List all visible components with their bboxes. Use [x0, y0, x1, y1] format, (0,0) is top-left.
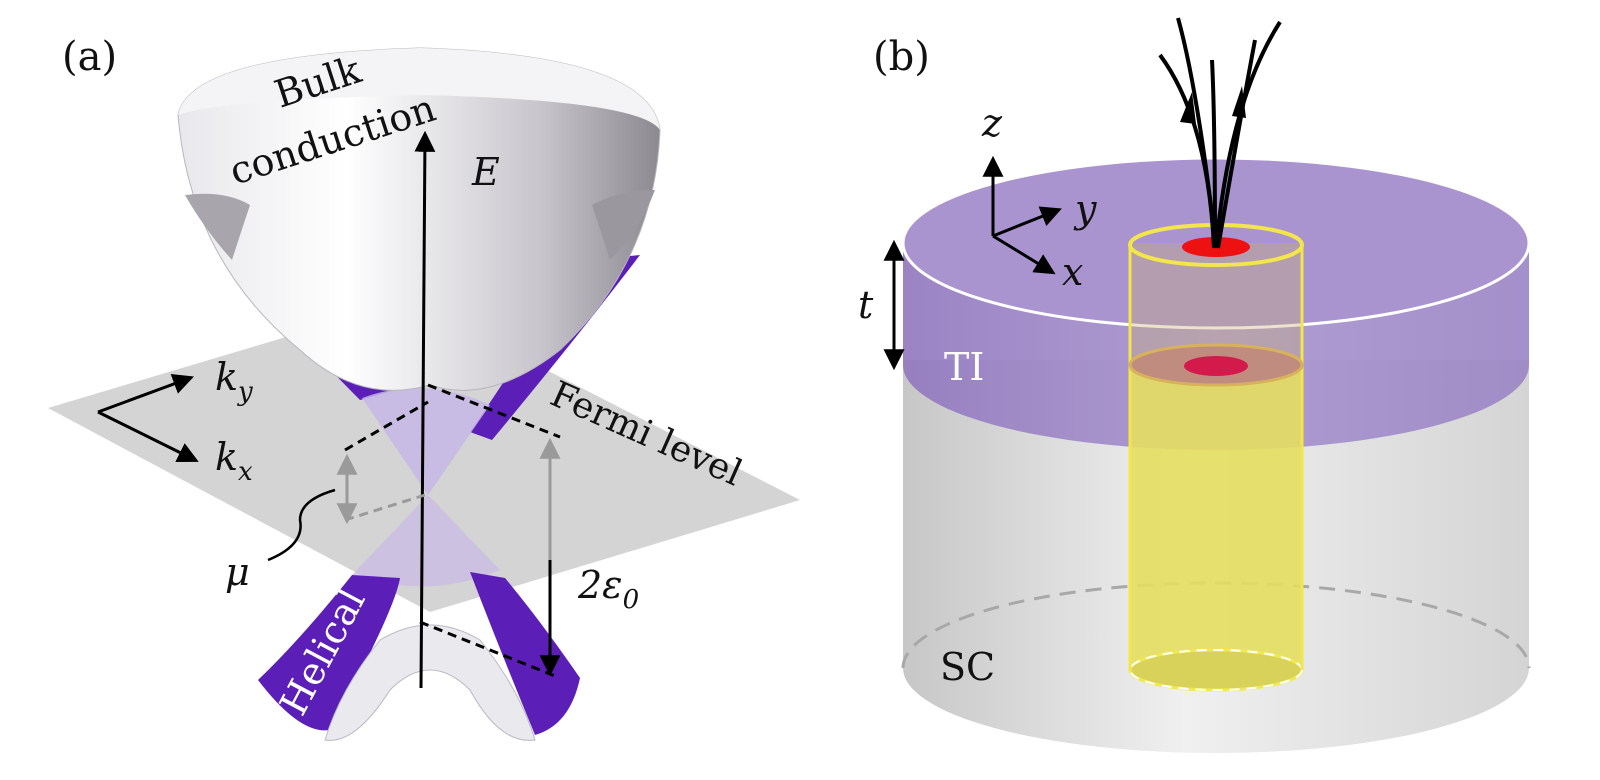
mu-leader — [267, 488, 336, 562]
vortex-core-mid — [1184, 356, 1248, 376]
ky-axis — [97, 373, 194, 414]
bottom-dash — [419, 620, 556, 678]
fermi-dash-right — [427, 383, 561, 439]
helical-band-left — [258, 575, 400, 731]
kx-axis — [97, 410, 199, 462]
panel-a: (a) E ky kx Fermi level — [48, 34, 800, 741]
sc-label: SC — [940, 645, 995, 689]
dirac-cone-lower — [352, 495, 500, 587]
bowl-rim-shade — [178, 48, 660, 130]
fermi-dash-upper — [344, 400, 429, 452]
flux-arrowhead-2 — [1232, 86, 1246, 118]
bowl-notch-left — [185, 193, 250, 260]
t-label: t — [858, 283, 874, 327]
y-axis — [992, 206, 1062, 238]
valence-bowl — [324, 624, 536, 741]
x-label: x — [1062, 250, 1083, 294]
ti-label: TI — [944, 345, 984, 389]
panel-b-tag: (b) — [873, 34, 930, 80]
flux-arrowhead-1 — [1180, 92, 1196, 124]
helical-band-right — [470, 572, 580, 735]
y-label: y — [1073, 187, 1097, 231]
energy-axis-label: E — [471, 150, 500, 194]
bowl-notch-right — [592, 190, 655, 260]
z-label: z — [981, 101, 1003, 145]
ky-label: ky — [215, 355, 253, 407]
panel-a-tag: (a) — [62, 34, 117, 80]
gap-label: 2ε0 — [577, 563, 639, 615]
flux-lines — [1158, 17, 1282, 249]
energy-axis — [414, 130, 436, 689]
mu-label: μ — [225, 550, 250, 594]
vortex-tube-lower — [1130, 365, 1302, 670]
panel-b: (b) z y x — [858, 17, 1531, 753]
x-axis — [992, 234, 1056, 275]
kx-label: kx — [215, 435, 253, 487]
dirac-cone-upper — [362, 388, 490, 495]
